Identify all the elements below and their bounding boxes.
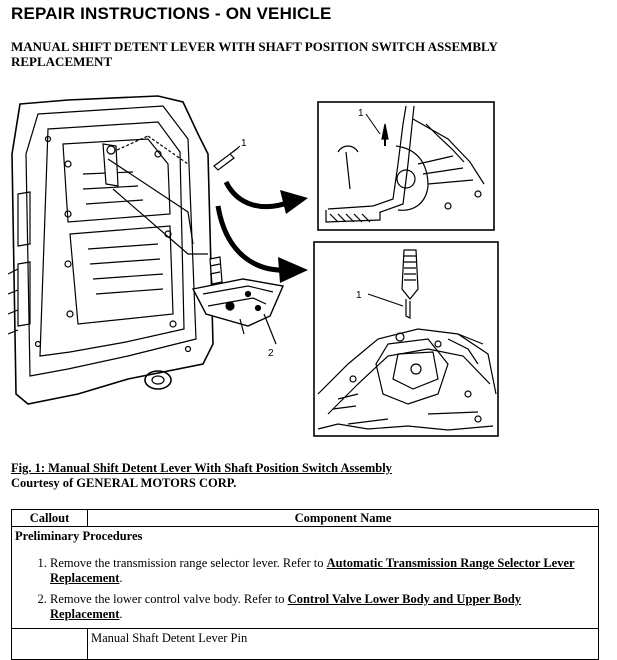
arrow-head-top <box>280 190 308 214</box>
component-name-cell: Manual Shaft Detent Lever Pin <box>87 628 599 660</box>
inset-top-callout-1: 1 <box>358 108 364 119</box>
page-title: REPAIR INSTRUCTIONS - ON VEHICLE <box>11 4 332 23</box>
callout-2-label: 2 <box>268 348 274 359</box>
list-item: Remove the transmission range selector l… <box>50 556 595 586</box>
figure-caption: Fig. 1: Manual Shift Detent Lever With S… <box>11 461 392 475</box>
detent-lever-pin-drawing <box>213 145 241 171</box>
arrow-to-top-inset <box>223 180 291 210</box>
figure-credit: Courtesy of GENERAL MOTORS CORP. <box>11 476 237 490</box>
procedure-title: MANUAL SHIFT DETENT LEVER WITH SHAFT POS… <box>11 39 498 69</box>
arrow-to-bottom-inset <box>215 205 289 273</box>
table-header-row: Callout Component Name <box>11 509 599 527</box>
control-valve-body-link[interactable]: Control Valve Lower Body and Upper Body … <box>50 592 522 621</box>
component-name-column-header: Component Name <box>87 509 599 527</box>
bottom-detail-inset <box>313 241 499 437</box>
step-1-end: . <box>119 571 123 585</box>
inset-bottom-callout-1: 1 <box>356 290 362 301</box>
callout-1-label: 1 <box>241 138 247 149</box>
component-table: Callout Component Name Preliminary Proce… <box>11 509 599 660</box>
procedure-steps-list: Remove the transmission range selector l… <box>15 556 595 622</box>
preliminary-procedures-cell: Preliminary Procedures Remove the transm… <box>11 526 599 629</box>
callout-column-header: Callout <box>11 509 88 527</box>
preliminary-procedures-title: Preliminary Procedures <box>15 529 143 543</box>
shaft-position-switch-assembly-drawing <box>191 256 284 345</box>
arrow-head-bottom <box>278 257 308 283</box>
list-item: Remove the lower control valve body. Ref… <box>50 592 595 622</box>
preliminary-procedures-row: Preliminary Procedures Remove the transm… <box>11 526 599 629</box>
step-1-text: Remove the transmission range selector l… <box>50 556 327 570</box>
callout-cell <box>11 628 88 660</box>
step-2-text: Remove the lower control valve body. Ref… <box>50 592 288 606</box>
table-row: Manual Shaft Detent Lever Pin <box>11 628 599 660</box>
range-selector-lever-link[interactable]: Automatic Transmission Range Selector Le… <box>50 556 575 585</box>
top-detail-inset <box>317 101 495 231</box>
step-2-end: . <box>119 607 123 621</box>
transmission-illustration: 1 2 1 <box>8 95 499 437</box>
transmission-housing-drawing <box>8 95 214 405</box>
